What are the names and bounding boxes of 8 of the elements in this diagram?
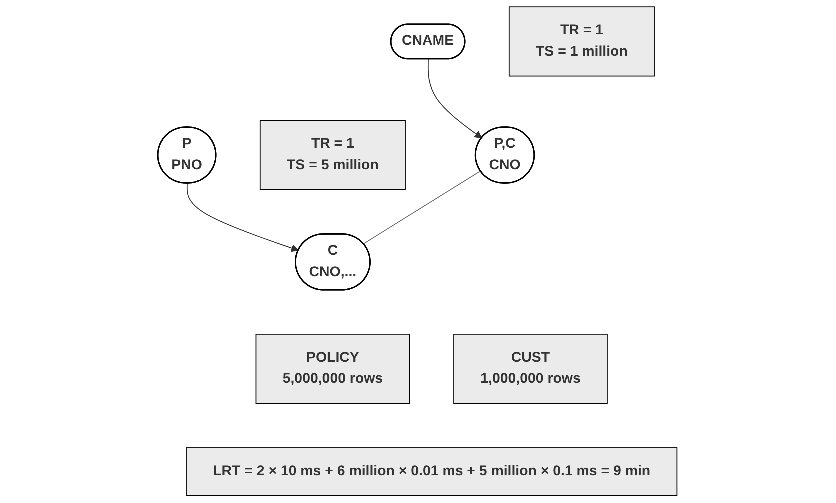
connector bbox=[364, 170, 482, 245]
node-box: CUST 1,000,000 rows bbox=[454, 334, 608, 404]
arrow bbox=[428, 59, 483, 139]
arrow bbox=[187, 183, 300, 252]
node-box: POLICY 5,000,000 rows bbox=[256, 334, 410, 404]
node-box: TR = 1 TS = 5 million bbox=[260, 120, 406, 190]
node-box: TR = 1 TS = 1 million bbox=[509, 6, 656, 77]
node-box: LRT = 2 × 10 ms + 6 million × 0.01 ms + 5 million × 0.1 ms = 9 min bbox=[186, 448, 678, 496]
